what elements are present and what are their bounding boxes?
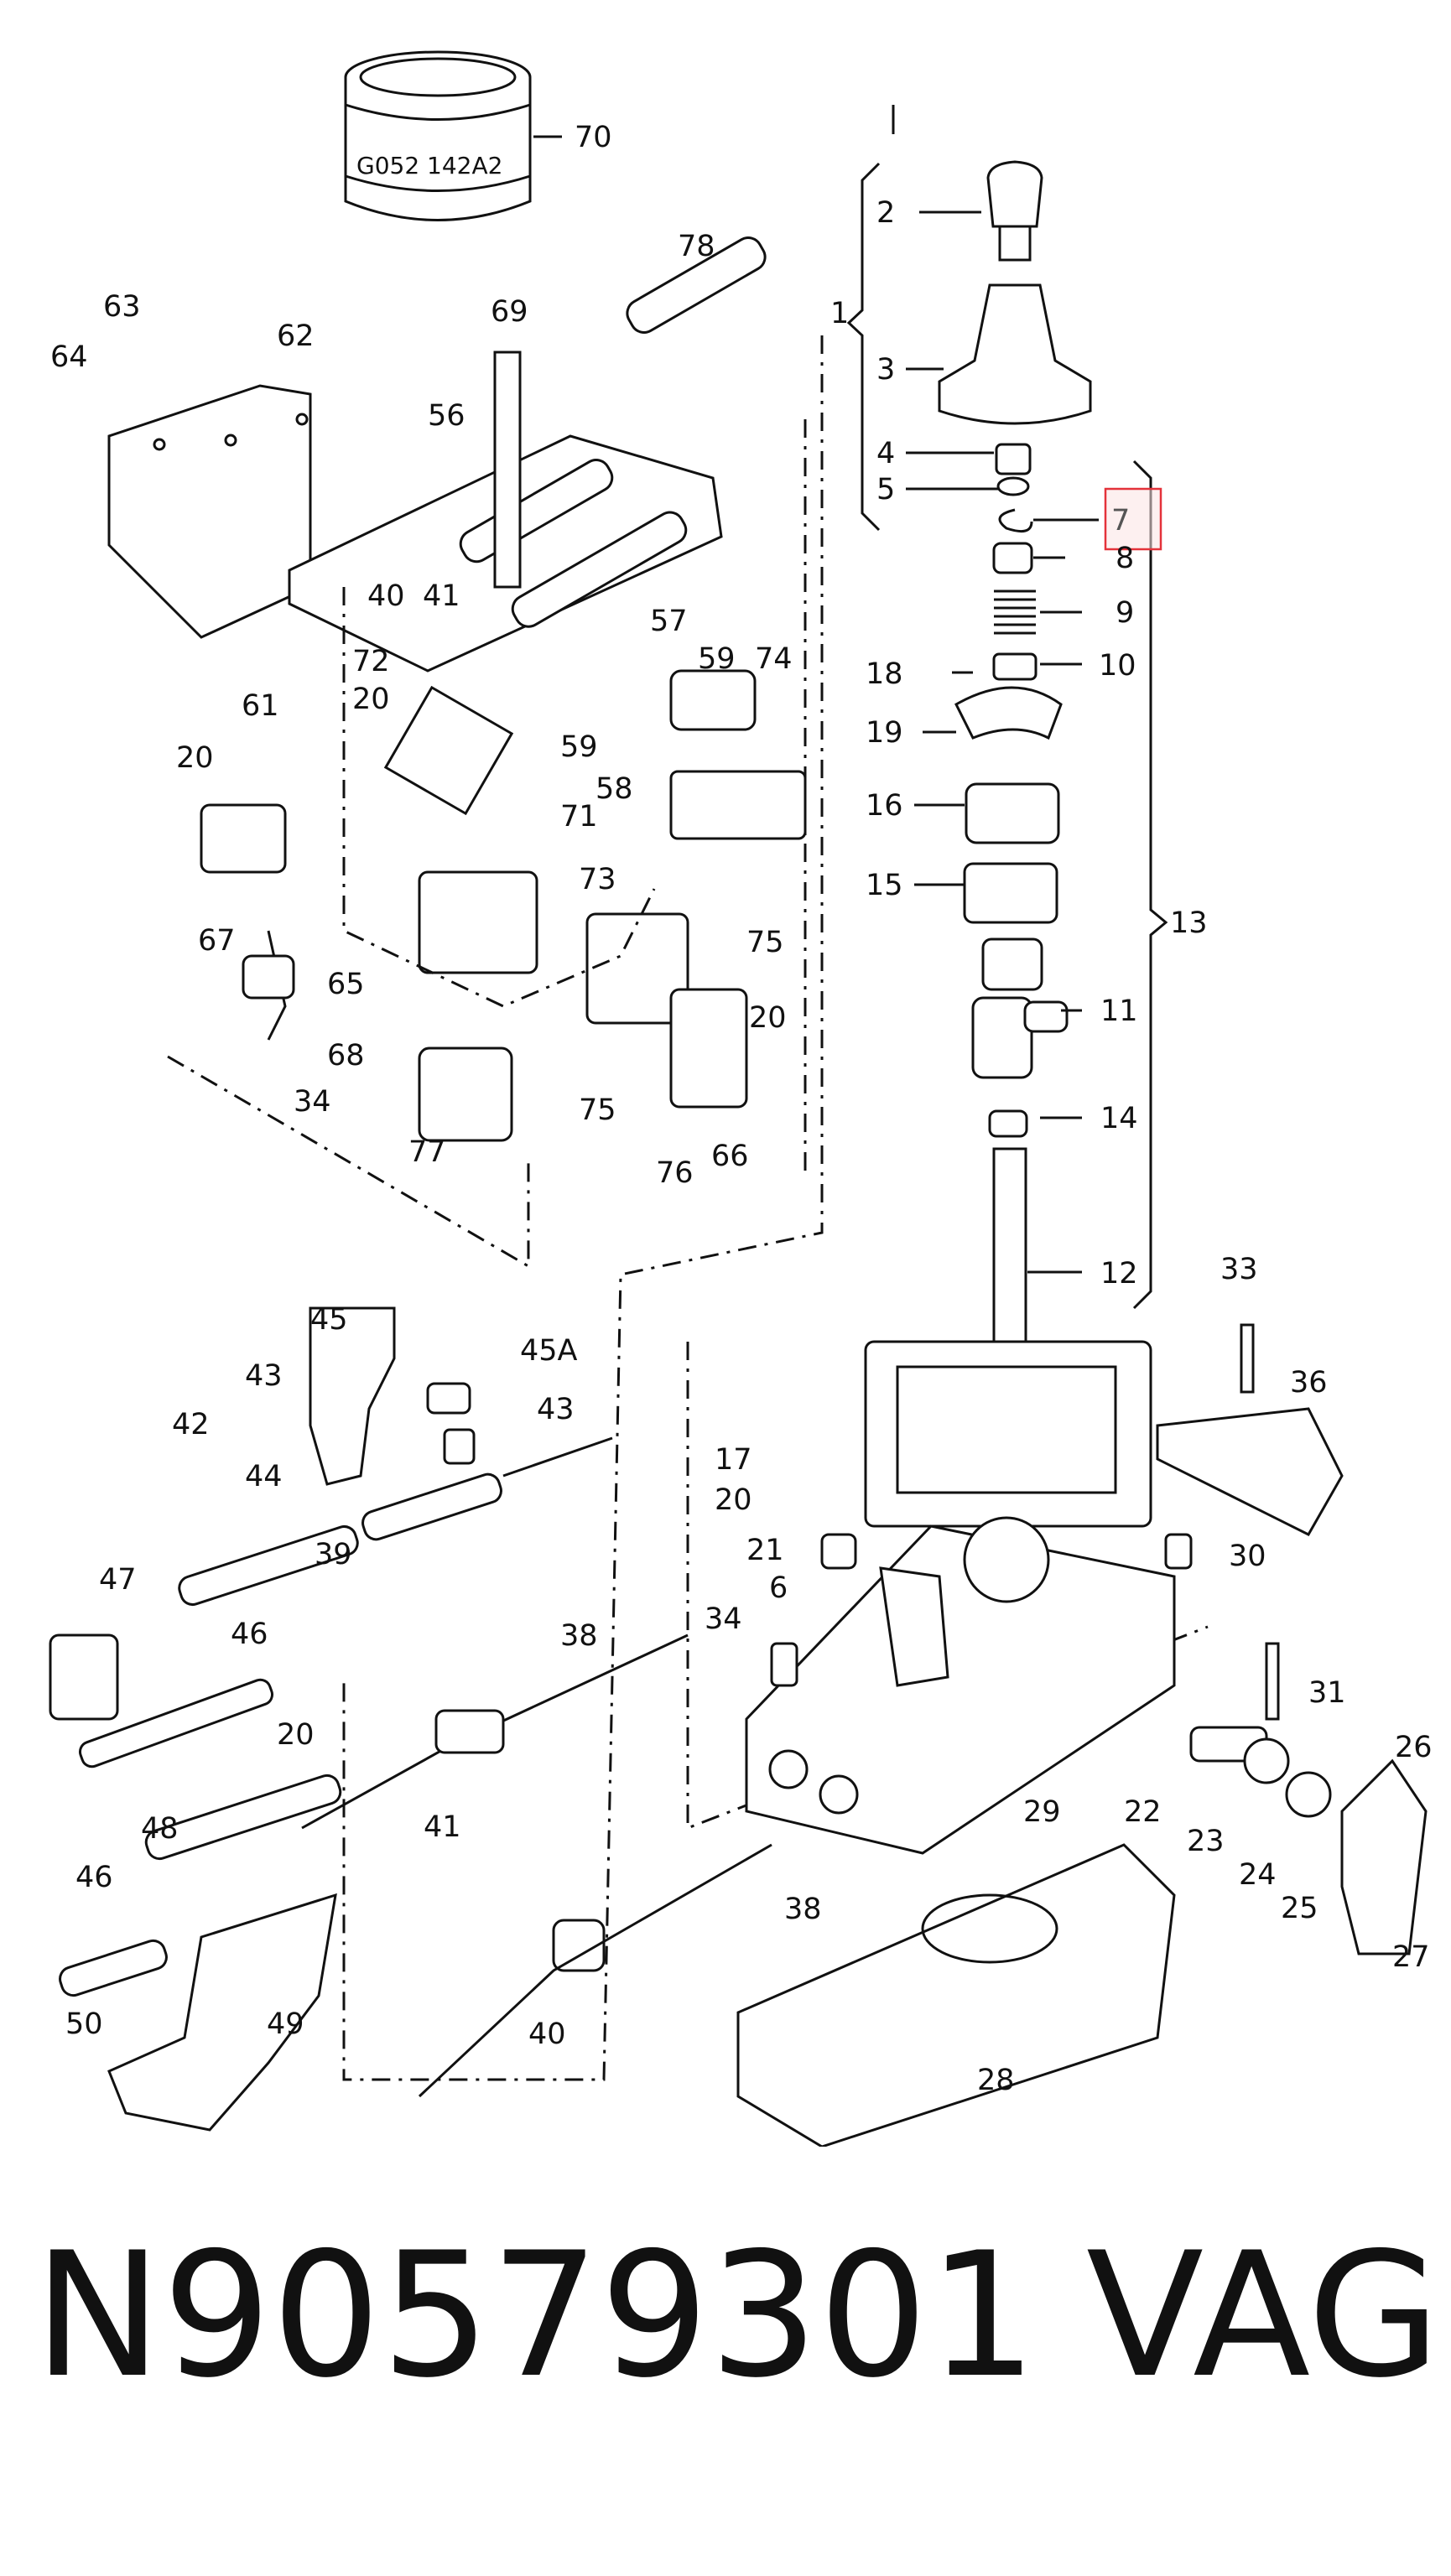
label-22: 22: [1124, 1795, 1162, 1829]
label-61: 61: [242, 689, 279, 723]
label-10: 10: [1099, 649, 1136, 683]
label-40b: 40: [528, 2018, 566, 2051]
label-26: 26: [1395, 1731, 1433, 1764]
label-71: 71: [560, 800, 598, 834]
label-29: 29: [1023, 1795, 1061, 1829]
label-15: 15: [866, 869, 903, 902]
gear-housing: [736, 1323, 1428, 2147]
label-48: 48: [141, 1812, 179, 1846]
label-12: 12: [1100, 1257, 1138, 1291]
label-2: 2: [876, 196, 895, 230]
label-58: 58: [595, 772, 633, 806]
label-14: 14: [1100, 1102, 1138, 1135]
label-46: 46: [231, 1618, 268, 1651]
label-50: 50: [65, 2007, 103, 2041]
label-30: 30: [1229, 1540, 1266, 1573]
label-23: 23: [1187, 1825, 1225, 1858]
label-38: 38: [560, 1619, 598, 1653]
label-41b: 41: [424, 1810, 461, 1844]
label-67: 67: [198, 924, 236, 958]
part-number: N90579301: [34, 2216, 1038, 2416]
label-65: 65: [327, 968, 365, 1001]
label-59: 59: [698, 642, 736, 676]
part-70-oil-can: G052 142A2: [344, 50, 532, 221]
label-43: 43: [245, 1359, 283, 1393]
label-20b: 20: [176, 741, 214, 775]
label-21: 21: [746, 1534, 784, 1567]
label-11: 11: [1100, 995, 1138, 1028]
label-33: 33: [1220, 1253, 1258, 1286]
label-34: 34: [294, 1085, 331, 1119]
label-72: 72: [352, 645, 390, 678]
label-20: 20: [352, 683, 390, 716]
label-42: 42: [172, 1408, 210, 1441]
label-75b: 75: [579, 1093, 616, 1127]
label-17: 17: [715, 1443, 752, 1477]
label-24: 24: [1239, 1858, 1277, 1892]
label-45: 45: [310, 1303, 348, 1337]
label-75: 75: [746, 926, 784, 959]
label-4: 4: [876, 437, 895, 470]
label-41: 41: [423, 579, 460, 613]
label-31: 31: [1308, 1676, 1346, 1710]
label-63: 63: [103, 290, 141, 324]
label-78: 78: [678, 230, 715, 263]
label-16: 16: [866, 789, 903, 823]
label-47: 47: [99, 1563, 137, 1597]
label-28: 28: [977, 2064, 1015, 2097]
label-73: 73: [579, 863, 616, 896]
footer: N90579301 VAG: [34, 2216, 1441, 2432]
label-39: 39: [315, 1538, 352, 1571]
brand-name: VAG: [1086, 2216, 1441, 2416]
label-6: 6: [769, 1571, 788, 1605]
exploded-parts-diagram: G052 142A2: [49, 50, 1433, 2147]
label-49: 49: [267, 2007, 304, 2041]
label-20d: 20: [715, 1483, 752, 1517]
label-36: 36: [1290, 1366, 1328, 1400]
label-40: 40: [367, 579, 405, 613]
label-7: 7: [1111, 504, 1130, 538]
label-59b: 59: [560, 730, 598, 764]
label-57: 57: [650, 605, 688, 638]
label-70: 70: [575, 121, 612, 154]
label-56: 56: [428, 399, 465, 433]
label-3: 3: [876, 353, 895, 387]
label-38b: 38: [784, 1893, 822, 1926]
label-45A: 45A: [520, 1334, 578, 1368]
label-18: 18: [866, 657, 903, 691]
label-62: 62: [277, 319, 315, 353]
upper-linkage-assembly: [107, 236, 1209, 2081]
label-44: 44: [245, 1460, 283, 1493]
label-25: 25: [1281, 1892, 1318, 1925]
label-66: 66: [711, 1140, 749, 1173]
label-1: 1: [830, 297, 849, 330]
label-13: 13: [1170, 906, 1208, 940]
callout-labels: 70 78 63 62 64 69 56 40 41 72 57 59 74 6…: [50, 121, 1433, 2097]
label-68: 68: [327, 1039, 365, 1072]
label-64: 64: [50, 340, 88, 374]
label-19: 19: [866, 716, 903, 750]
label-77: 77: [408, 1135, 446, 1169]
label-69: 69: [491, 295, 528, 329]
label-9: 9: [1116, 596, 1134, 630]
label-43b: 43: [537, 1393, 575, 1426]
label-20e: 20: [277, 1718, 315, 1752]
label-34b: 34: [705, 1602, 742, 1636]
label-5: 5: [876, 473, 895, 506]
label-20c: 20: [749, 1001, 787, 1035]
part-stamp-text: G052 142A2: [356, 152, 502, 179]
label-76: 76: [656, 1156, 694, 1190]
lower-linkage-assembly: [49, 1306, 772, 2132]
shift-lever-assembly: [846, 105, 1168, 1528]
label-27: 27: [1392, 1940, 1430, 1974]
label-8: 8: [1116, 542, 1134, 575]
label-46b: 46: [75, 1861, 113, 1894]
highlight-box-7: [1104, 487, 1162, 551]
label-74: 74: [755, 642, 793, 676]
leader-lines: [533, 135, 1099, 1274]
